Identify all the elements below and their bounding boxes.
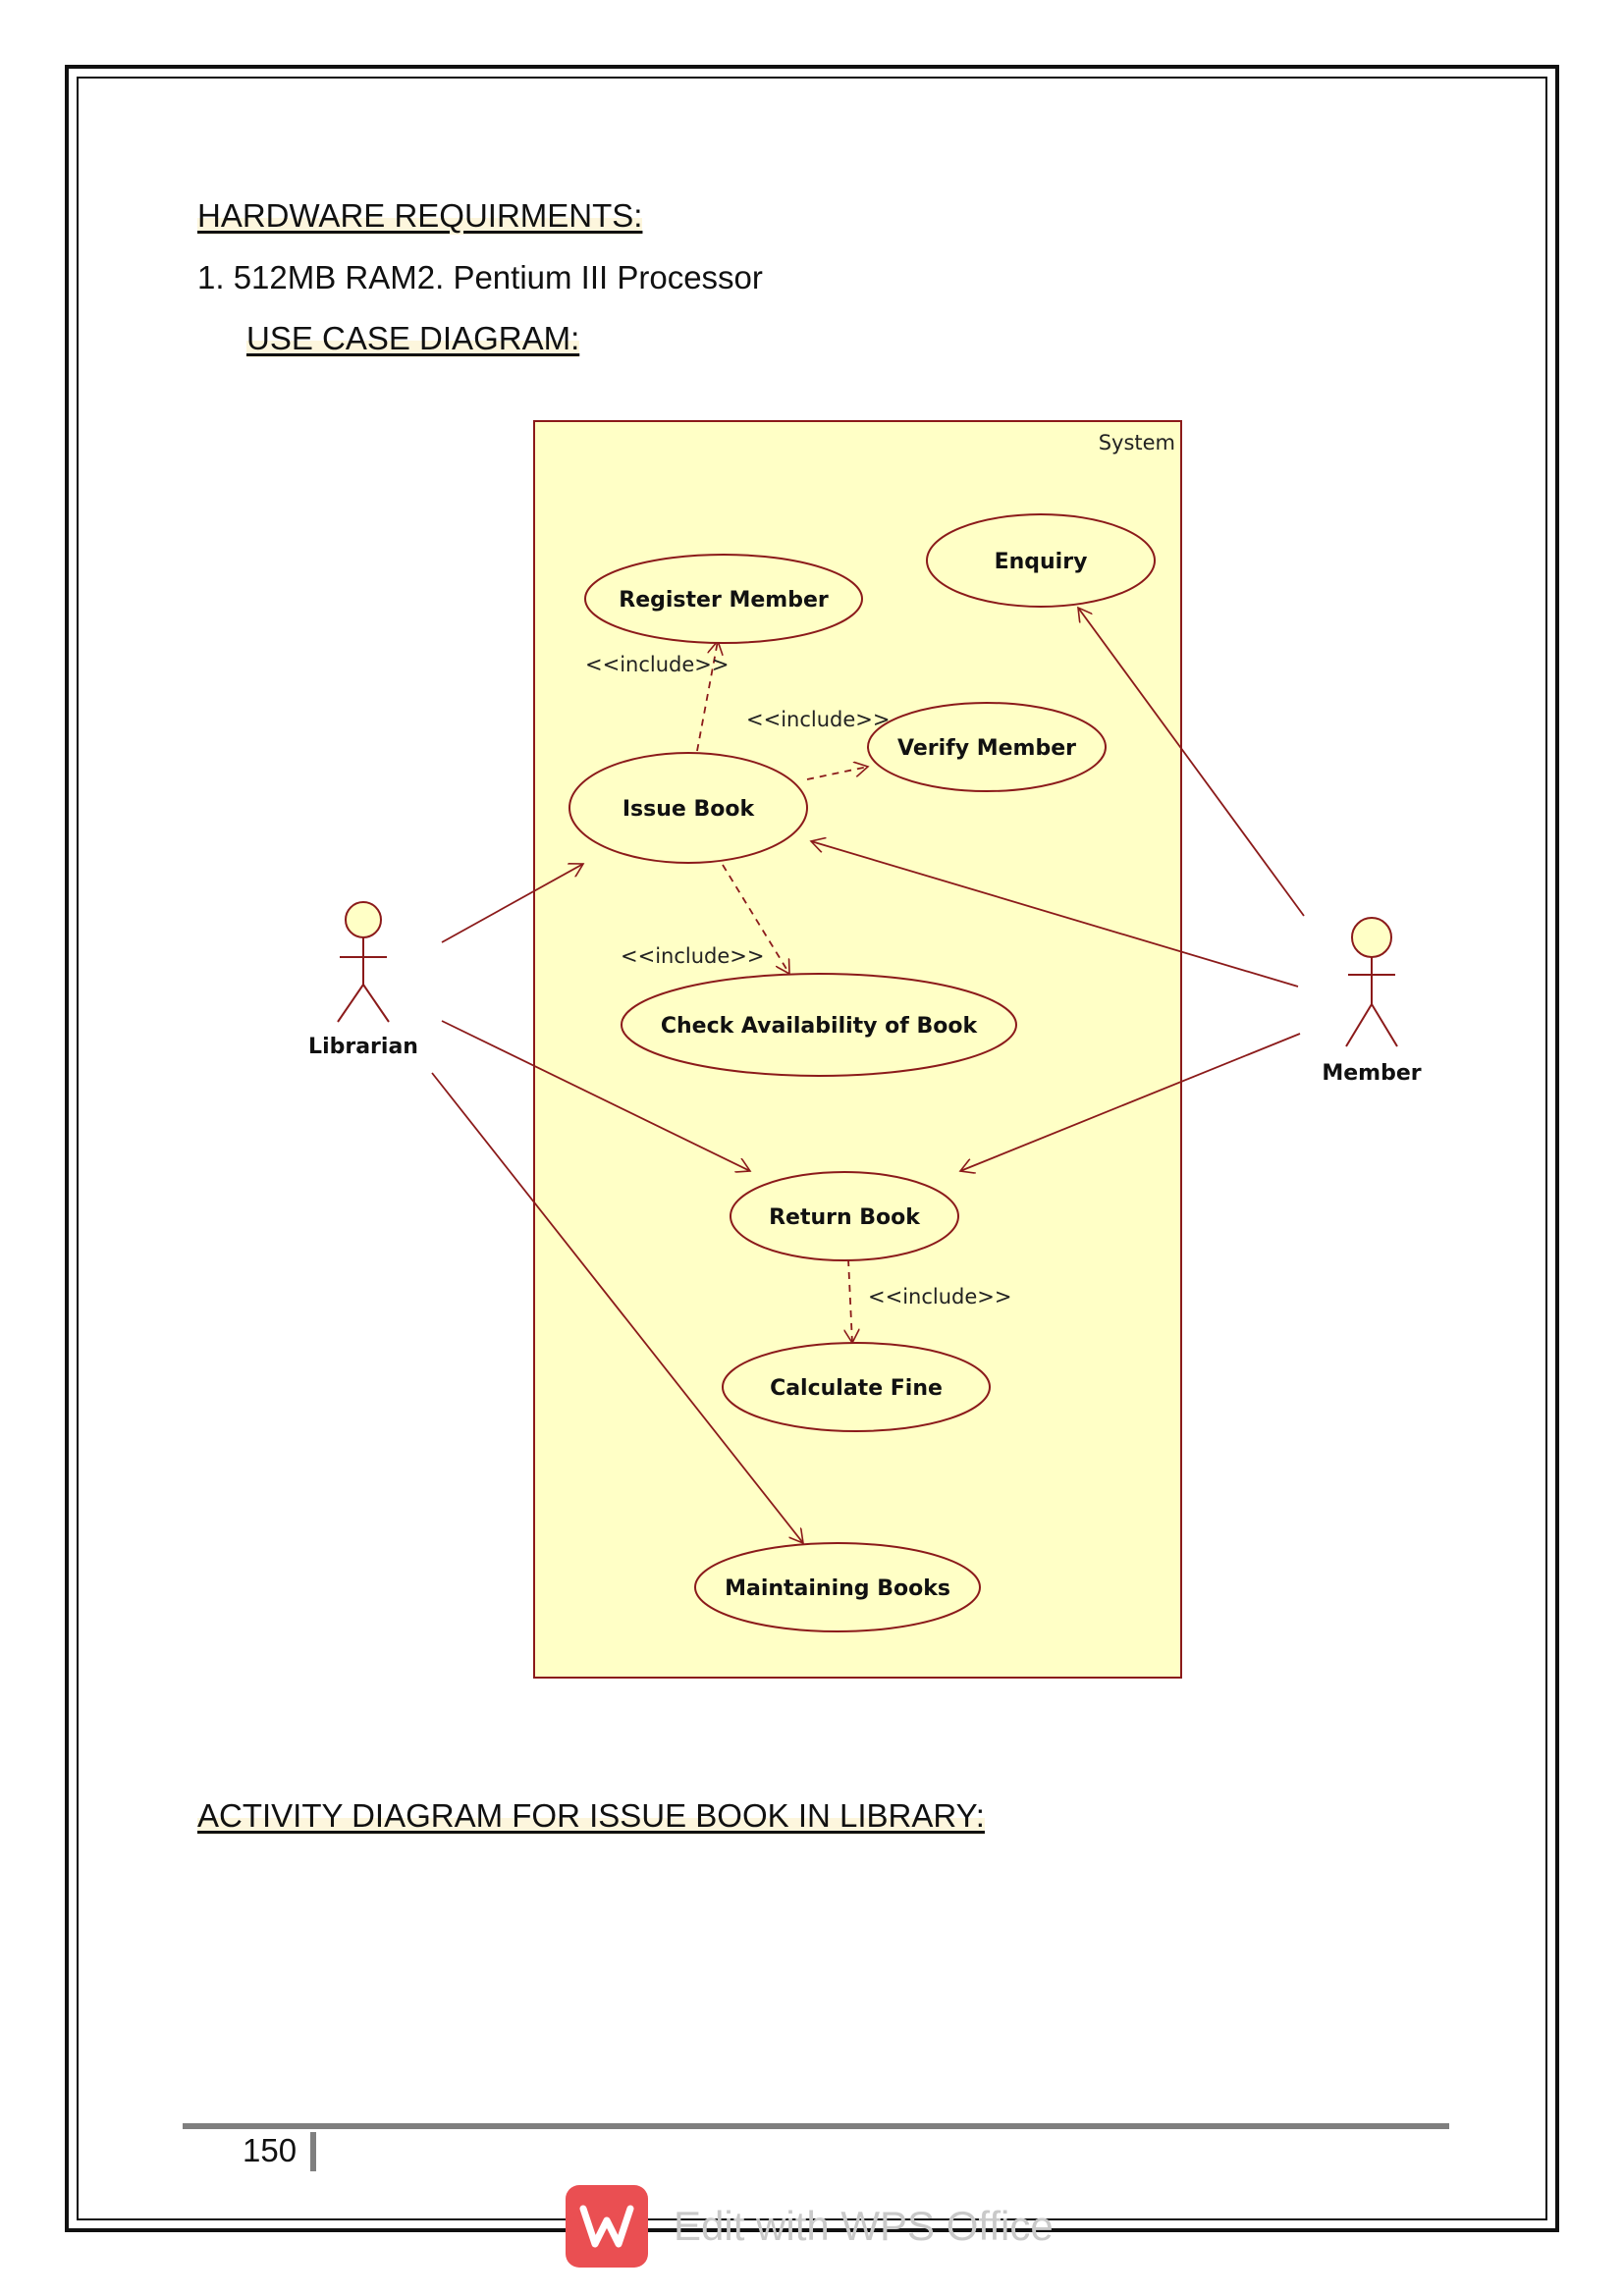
wps-watermark-text[interactable]: Edit with WPS Office: [674, 2203, 1054, 2249]
actor-librarian: [337, 901, 390, 1023]
use-case-label-register-member: Register Member: [619, 588, 829, 613]
use-case-verify-member: [867, 702, 1107, 792]
include-label-check: <<include>>: [621, 944, 764, 968]
use-case-label-enquiry: Enquiry: [995, 550, 1088, 574]
hardware-heading: HARDWARE REQUIRMENTS:: [197, 197, 643, 235]
assoc-librarian-issue: [441, 864, 583, 943]
actor-member: [1345, 917, 1398, 1047]
page-number-bar: [310, 2132, 316, 2171]
wps-logo-icon: [566, 2185, 648, 2268]
actor-label-librarian: Librarian: [308, 1035, 418, 1059]
actor-label-member: Member: [1322, 1061, 1421, 1086]
use-case-issue-book: [568, 752, 808, 864]
page-border-inner: [77, 77, 1547, 2220]
assoc-member-enquiry: [1078, 608, 1305, 917]
assoc-member-issue: [811, 841, 1299, 988]
page-number: 150: [243, 2132, 298, 2168]
use-case-maintaining-books: [694, 1542, 981, 1632]
use-case-enquiry: [926, 513, 1156, 608]
use-case-return-book: [730, 1171, 959, 1261]
use-case-label-check-availability: Check Availability of Book: [661, 1014, 979, 1039]
include-issue-verify: [806, 767, 868, 780]
assoc-member-return: [960, 1033, 1301, 1171]
include-label-verify: <<include>>: [746, 708, 890, 731]
include-label-fine: <<include>>: [868, 1285, 1011, 1308]
use-case-label-verify-member: Verify Member: [897, 736, 1076, 761]
use-case-label-calculate-fine: Calculate Fine: [770, 1376, 943, 1401]
use-case-label-return-book: Return Book: [769, 1205, 921, 1230]
system-label: System: [1099, 431, 1175, 454]
assoc-librarian-maintain: [431, 1072, 803, 1543]
include-issue-check: [722, 864, 789, 974]
include-return-fine: [848, 1258, 852, 1343]
include-issue-register: [696, 641, 718, 752]
assoc-librarian-return: [441, 1020, 750, 1171]
use-case-calculate-fine: [722, 1342, 991, 1432]
use-case-label-maintaining-books: Maintaining Books: [725, 1576, 950, 1601]
use-case-label-issue-book: Issue Book: [623, 797, 756, 822]
hardware-items: 1. 512MB RAM2. Pentium III Processor: [197, 259, 763, 295]
use-case-register-member: [584, 554, 863, 644]
page-border-outer: [65, 65, 1559, 2232]
include-label-register: <<include>>: [585, 653, 729, 676]
use-case-check-availability: [621, 973, 1017, 1077]
activity-heading: ACTIVITY DIAGRAM FOR ISSUE BOOK IN LIBRA…: [197, 1797, 985, 1835]
use-case-heading: USE CASE DIAGRAM:: [246, 320, 580, 357]
footer-rule: [183, 2123, 1449, 2129]
